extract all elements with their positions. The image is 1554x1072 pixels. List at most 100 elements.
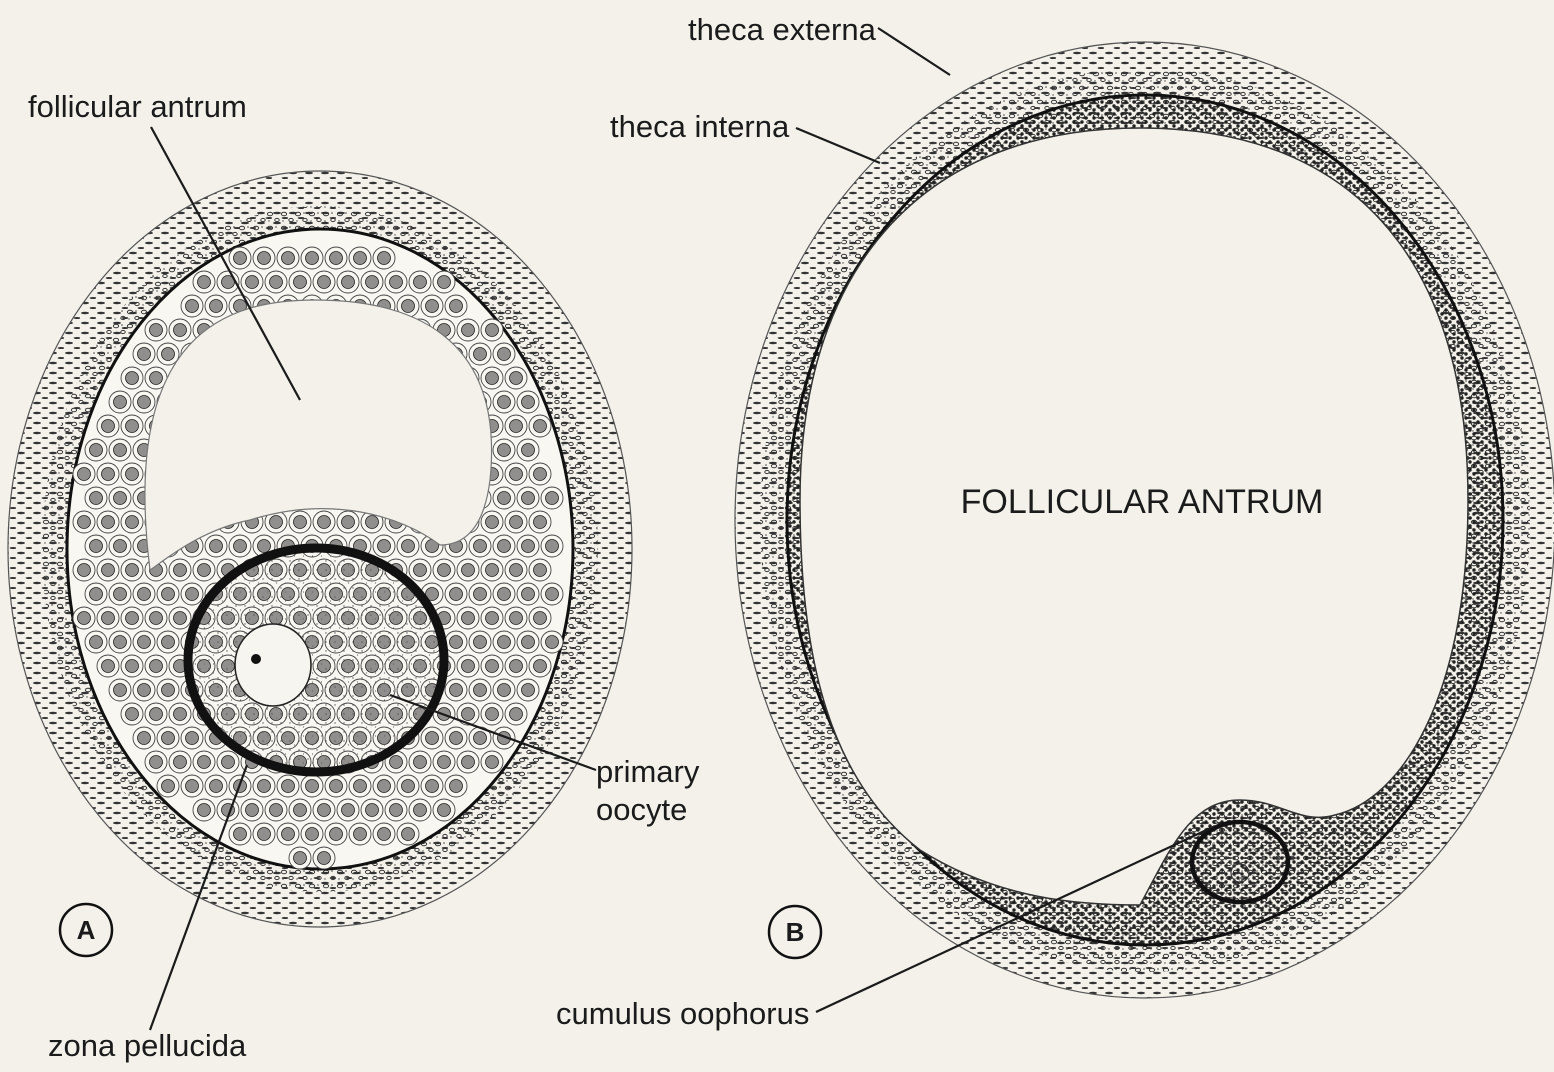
granulosa-cell-nucleus [102, 612, 115, 625]
granulosa-cell-nucleus [150, 708, 163, 721]
granulosa-cell-nucleus [498, 588, 511, 601]
granulosa-cell-nucleus [438, 276, 451, 289]
granulosa-cell-nucleus [486, 564, 499, 577]
granulosa-cell-nucleus [102, 516, 115, 529]
granulosa-cell-nucleus [174, 612, 187, 625]
granulosa-cell-nucleus [450, 300, 463, 313]
granulosa-cell-nucleus [426, 732, 439, 745]
granulosa-cell-nucleus [150, 324, 163, 337]
granulosa-cell-nucleus [402, 780, 415, 793]
granulosa-cell-nucleus [186, 300, 199, 313]
granulosa-cell-nucleus [138, 732, 151, 745]
granulosa-cell-nucleus [498, 684, 511, 697]
granulosa-cell-nucleus [294, 852, 307, 865]
granulosa-cell-nucleus [378, 540, 391, 553]
granulosa-cell-nucleus [378, 828, 391, 841]
granulosa-cell-nucleus [282, 252, 295, 265]
granulosa-cell-nucleus [366, 516, 379, 529]
granulosa-cell-nucleus [402, 540, 415, 553]
granulosa-cell-nucleus [498, 540, 511, 553]
granulosa-cell-nucleus [450, 684, 463, 697]
granulosa-cell-nucleus [318, 804, 331, 817]
granulosa-cell-nucleus [114, 396, 127, 409]
panel-a-nucleolus [251, 654, 261, 664]
granulosa-cell-nucleus [210, 780, 223, 793]
leader-theca-interna [796, 128, 880, 163]
granulosa-cell-nucleus [258, 780, 271, 793]
granulosa-cell-nucleus [522, 492, 535, 505]
granulosa-cell-nucleus [522, 684, 535, 697]
granulosa-cell-nucleus [522, 444, 535, 457]
panel-b-oocyte [1192, 822, 1288, 902]
granulosa-cell-nucleus [486, 372, 499, 385]
granulosa-cell-nucleus [450, 732, 463, 745]
granulosa-cell-nucleus [450, 636, 463, 649]
granulosa-cell-nucleus [186, 588, 199, 601]
granulosa-cell-nucleus [486, 756, 499, 769]
granulosa-cell-nucleus [450, 780, 463, 793]
granulosa-cell-nucleus [306, 780, 319, 793]
granulosa-cell-nucleus [546, 540, 559, 553]
granulosa-cell-nucleus [258, 540, 271, 553]
granulosa-cell-nucleus [246, 804, 259, 817]
granulosa-cell-nucleus [306, 828, 319, 841]
granulosa-cell-nucleus [162, 636, 175, 649]
granulosa-cell-nucleus [234, 540, 247, 553]
granulosa-cell-nucleus [126, 612, 139, 625]
granulosa-cell-nucleus [462, 324, 475, 337]
granulosa-cell-nucleus [342, 804, 355, 817]
granulosa-cell-nucleus [498, 396, 511, 409]
granulosa-cell-nucleus [186, 780, 199, 793]
granulosa-cell-nucleus [462, 756, 475, 769]
granulosa-cell-nucleus [174, 324, 187, 337]
granulosa-cell-nucleus [486, 660, 499, 673]
granulosa-cell-nucleus [306, 252, 319, 265]
granulosa-cell-nucleus [474, 636, 487, 649]
granulosa-cell-nucleus [174, 756, 187, 769]
granulosa-cell-nucleus [522, 540, 535, 553]
granulosa-cell-nucleus [222, 756, 235, 769]
granulosa-cell-nucleus [426, 300, 439, 313]
label-follicular-antrum-b: FOLLICULAR ANTRUM [961, 483, 1324, 521]
label-theca-externa: theca externa [688, 12, 877, 47]
granulosa-cell-nucleus [354, 828, 367, 841]
granulosa-cell-nucleus [138, 348, 151, 361]
panel-a-zona-pellucida [188, 548, 444, 772]
granulosa-cell-nucleus [234, 828, 247, 841]
granulosa-cell-nucleus [522, 396, 535, 409]
granulosa-cell-nucleus [486, 516, 499, 529]
granulosa-cell-nucleus [426, 780, 439, 793]
granulosa-cell-nucleus [90, 636, 103, 649]
granulosa-cell-nucleus [330, 780, 343, 793]
granulosa-cell-nucleus [114, 492, 127, 505]
granulosa-cell-nucleus [90, 492, 103, 505]
granulosa-cell-nucleus [90, 444, 103, 457]
granulosa-cell-nucleus [78, 516, 91, 529]
granulosa-cell-nucleus [378, 780, 391, 793]
granulosa-cell-nucleus [438, 564, 451, 577]
granulosa-cell-nucleus [126, 564, 139, 577]
granulosa-cell-nucleus [510, 612, 523, 625]
granulosa-cell-nucleus [126, 420, 139, 433]
granulosa-cell-nucleus [174, 564, 187, 577]
granulosa-cell-nucleus [294, 276, 307, 289]
granulosa-cell-nucleus [546, 588, 559, 601]
granulosa-cell-nucleus [126, 516, 139, 529]
granulosa-cell-nucleus [462, 660, 475, 673]
granulosa-cell-nucleus [78, 564, 91, 577]
granulosa-cell-nucleus [390, 804, 403, 817]
panel-a-letter: A [77, 915, 96, 945]
granulosa-cell-nucleus [534, 420, 547, 433]
panel-a-oocyte-nucleus [235, 624, 311, 706]
granulosa-cell-nucleus [282, 828, 295, 841]
granulosa-cell-nucleus [342, 276, 355, 289]
granulosa-cell-nucleus [198, 564, 211, 577]
granulosa-cell-nucleus [414, 804, 427, 817]
granulosa-cell-nucleus [102, 468, 115, 481]
granulosa-cell-nucleus [474, 348, 487, 361]
label-follicular-antrum: follicular antrum [28, 89, 247, 124]
granulosa-cell-nucleus [90, 540, 103, 553]
granulosa-cell-nucleus [354, 252, 367, 265]
granulosa-cell-nucleus [90, 588, 103, 601]
granulosa-cell-nucleus [474, 588, 487, 601]
